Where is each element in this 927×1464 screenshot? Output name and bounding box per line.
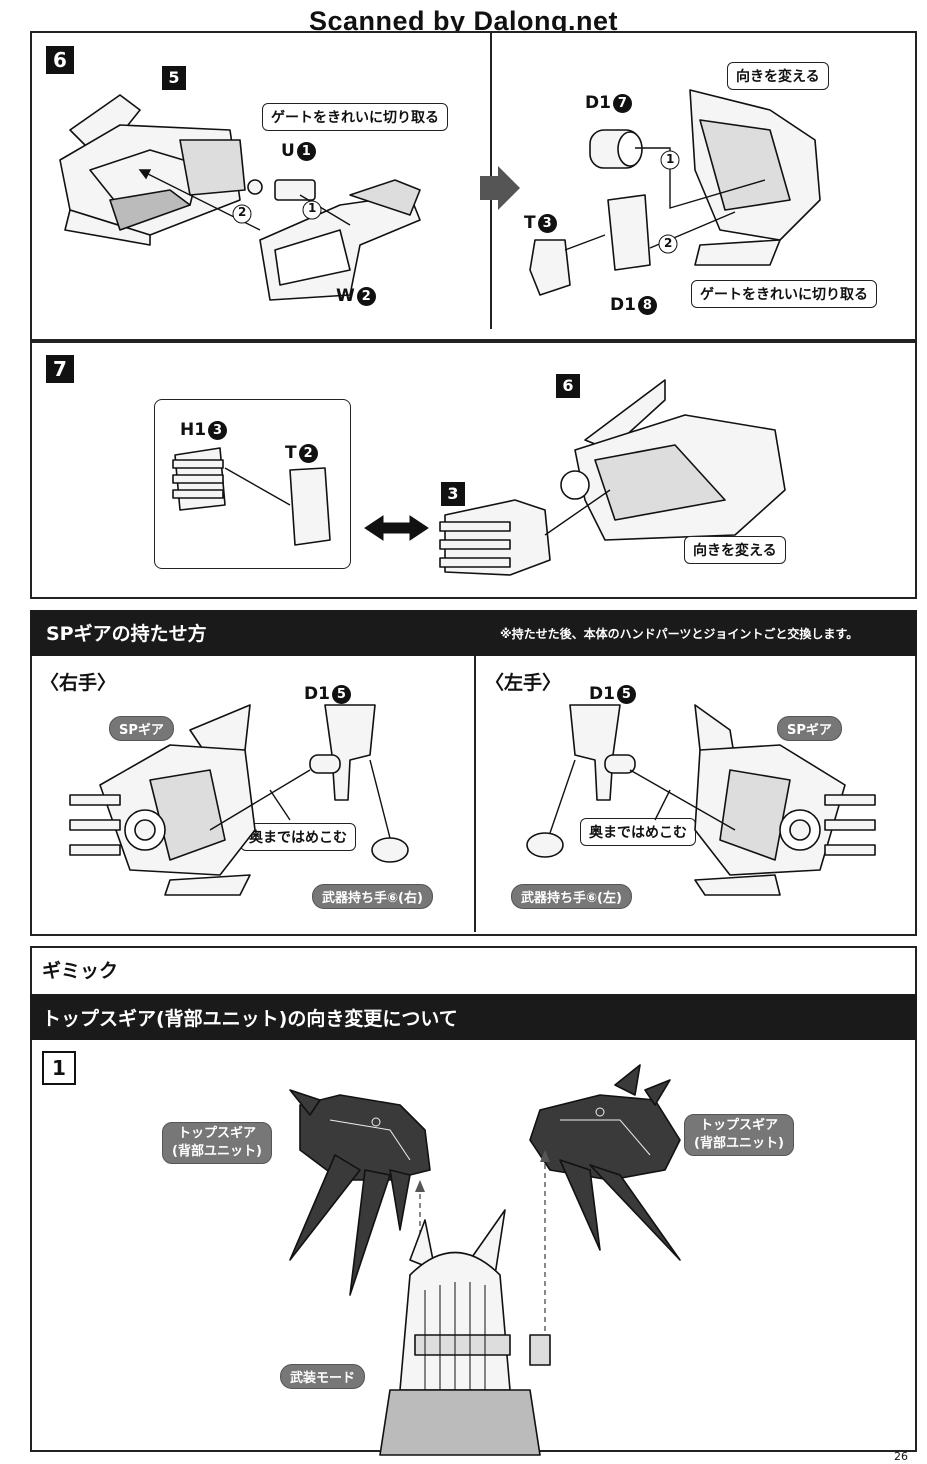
left-tops-gear-line1: トップスギア [177, 1126, 256, 1141]
right-hand-illustration [69, 704, 409, 896]
tops-gear-illustration [289, 1064, 681, 1456]
gimmick-subtitle: トップスギア(背部ユニット)の向き変更について [42, 1008, 458, 1030]
part-w-number: 2 [356, 287, 376, 306]
page-number: 26 [894, 1450, 908, 1463]
step-6-right-direction-callout: 向きを変える [727, 62, 829, 90]
right-sp-gear-label: SPギア [109, 716, 174, 741]
left-tops-gear-label: トップスギア (背部ユニット) [162, 1122, 272, 1164]
right-tops-gear-line1: トップスギア [699, 1118, 778, 1133]
part-t-2-code: T [285, 443, 297, 463]
step-6-left-gate-callout: ゲートをきれいに切り取る [262, 103, 448, 131]
right-part-d1-5-code: D1 [304, 684, 330, 704]
part-d1-7-number: 7 [612, 94, 632, 113]
sp-gear-header: SPギアの持たせ方 [46, 623, 207, 645]
step-7-illustration [172, 379, 786, 576]
ref-step-5: 5 [162, 66, 186, 90]
part-t-2-number: 2 [298, 444, 318, 463]
part-t-3-number: 3 [537, 214, 557, 233]
right-tops-gear-line2: (背部ユニット) [694, 1136, 784, 1151]
step-6-right-gate-callout: ゲートをきれいに切り取る [691, 280, 877, 308]
gimmick-title: ギミック [42, 960, 119, 982]
sp-gear-header-bar [30, 610, 917, 656]
sp-gear-note: ※持たせた後、本体のハンドパーツとジョイントごと交換します。 [500, 627, 859, 641]
step-7-number: 7 [46, 355, 74, 383]
step-6-right-order-2: 2 [664, 236, 673, 250]
right-hand-title: 〈右手〉 [40, 672, 117, 694]
left-part-d1-5-number: 5 [616, 685, 636, 704]
left-insert-callout: 奥まではめこむ [580, 818, 696, 846]
step-6-right-order-1: 1 [666, 152, 675, 166]
part-u-number: 1 [296, 142, 316, 161]
part-h1-3-number: 3 [208, 421, 228, 440]
left-hand-illustration [526, 704, 876, 896]
left-weapon-hand-label: 武器持ち手⑥(左) [511, 884, 632, 909]
gimmick-subtitle-bar [30, 994, 917, 1040]
part-h1-3-code: H1 [180, 420, 207, 440]
part-w-code: W [336, 286, 355, 306]
left-sp-gear-label: SPギア [777, 716, 842, 741]
step-6-left-order-2: 2 [238, 205, 247, 219]
right-weapon-hand-label: 武器持ち手⑥(右) [312, 884, 433, 909]
left-tops-gear-line2: (背部ユニット) [172, 1144, 262, 1159]
step-6-number: 6 [46, 46, 74, 74]
step-7-direction-callout: 向きを変える [684, 536, 786, 564]
step-6-left-illustration [59, 94, 421, 301]
step-6-transition-arrow [480, 166, 520, 210]
part-d1-7-code: D1 [585, 93, 611, 113]
step-6-left-order-1: 1 [308, 201, 317, 215]
sp-gear-divider [474, 656, 476, 932]
gimmick-step-1: 1 [42, 1051, 76, 1085]
step-7-detail-box [154, 399, 351, 569]
right-part-d1-5-number: 5 [331, 685, 351, 704]
left-hand-title: 〈左手〉 [485, 672, 562, 694]
ref-step-3: 3 [441, 482, 465, 506]
part-t-3-code: T [524, 213, 536, 233]
part-d1-8-code: D1 [610, 295, 636, 315]
left-part-d1-5-code: D1 [589, 684, 615, 704]
part-d1-8-number: 8 [637, 296, 657, 315]
ref-step-6: 6 [556, 374, 580, 398]
armed-mode-label: 武装モード [280, 1364, 366, 1389]
right-tops-gear-label: トップスギア (背部ユニット) [684, 1114, 794, 1156]
right-insert-callout: 奥まではめこむ [240, 823, 356, 851]
step-6-right-illustration [529, 89, 821, 296]
part-u-code: U [281, 141, 295, 161]
